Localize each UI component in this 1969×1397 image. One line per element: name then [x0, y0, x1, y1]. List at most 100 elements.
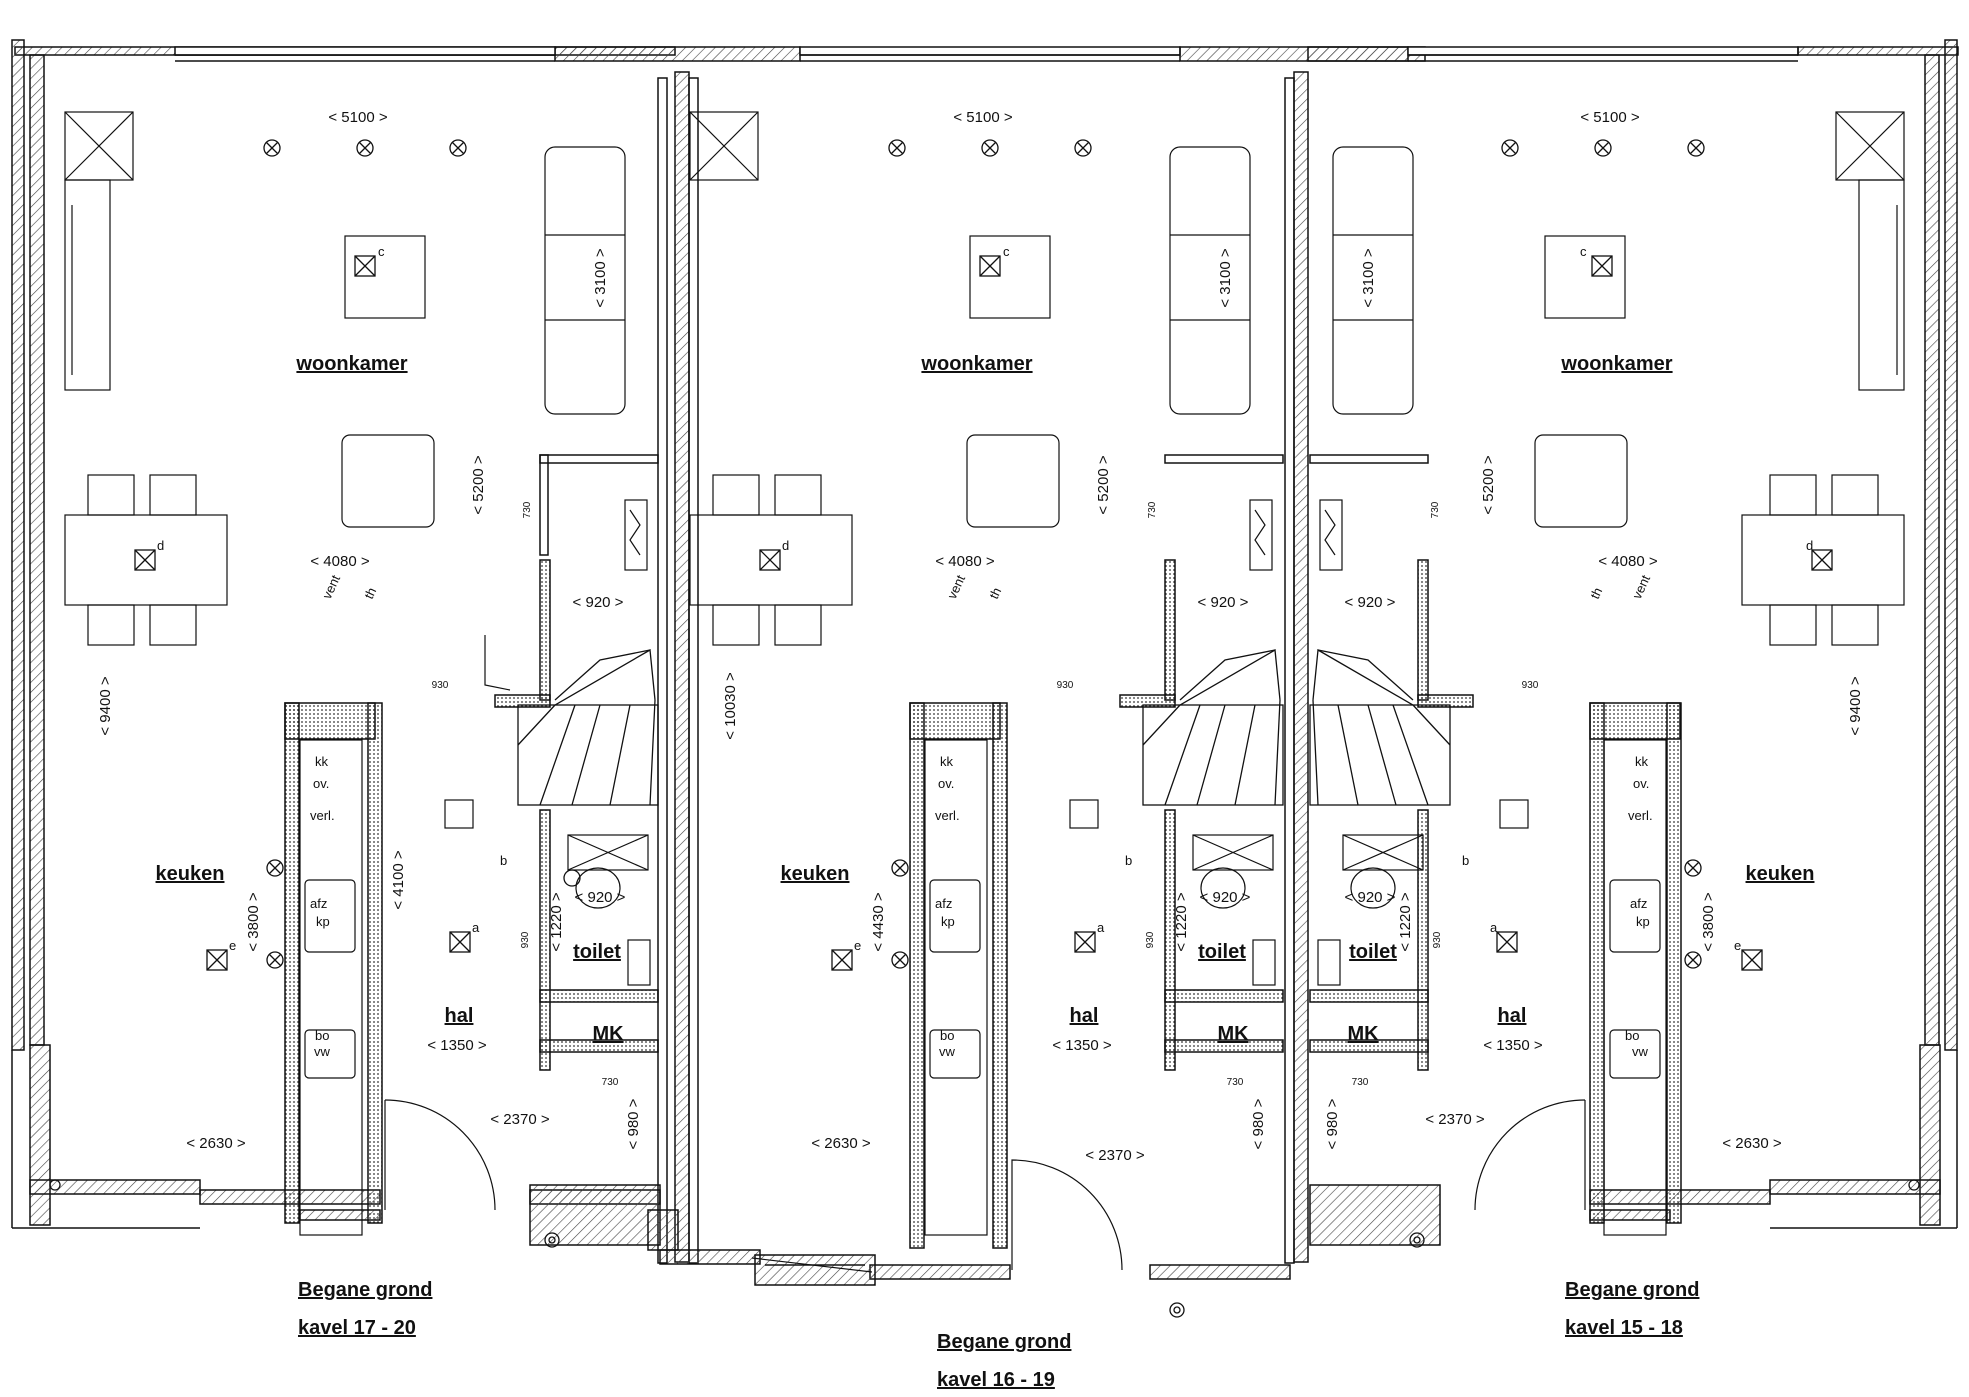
dim-980: < 980 > — [625, 1098, 642, 1149]
label-vent: vent — [944, 572, 968, 601]
door-730-mk: 730 — [602, 1077, 619, 1088]
unit-left: < 5100 > woonkamer < 3100 > < 5200 > < 4… — [11, 39, 801, 1339]
door-930-toilet: 930 — [1432, 931, 1443, 948]
room-keuken: keuken — [156, 863, 225, 885]
label-b: b — [1125, 853, 1132, 868]
caption-title: Begane grond — [298, 1279, 432, 1301]
label-verl: verl. — [1628, 808, 1653, 823]
label-th: th — [986, 585, 1004, 601]
label-d: d — [782, 538, 789, 553]
dim-2370: < 2370 > — [1085, 1147, 1144, 1164]
dim-2630: < 2630 > — [186, 1135, 245, 1152]
room-hal: hal — [1498, 1005, 1527, 1027]
light-fixtures-right — [1409, 139, 1920, 1248]
light-fixtures-left — [49, 139, 581, 1248]
label-th: th — [361, 585, 379, 601]
label-ov: ov. — [938, 776, 954, 791]
dim-1350: < 1350 > — [1483, 1037, 1542, 1054]
label-kk: kk — [1635, 754, 1649, 769]
dim-living-depth: < 5200 > — [1095, 455, 1112, 514]
dim-width: < 5100 > — [328, 109, 387, 126]
dim-2370: < 2370 > — [1425, 1111, 1484, 1128]
room-toilet: toilet — [573, 941, 621, 963]
label-verl: verl. — [935, 808, 960, 823]
label-ov: ov. — [313, 776, 329, 791]
door-width: 930 — [1057, 680, 1074, 691]
dim-1350: < 1350 > — [1052, 1037, 1111, 1054]
room-toilet: toilet — [1198, 941, 1246, 963]
door-730: 730 — [522, 501, 533, 518]
label-th: th — [1587, 585, 1605, 601]
dim-toilet: < 1220 > — [1173, 892, 1190, 951]
dim-980: < 980 > — [1250, 1098, 1267, 1149]
walls-middle — [659, 46, 1426, 1286]
dim-sofa: < 3100 > — [1217, 248, 1234, 307]
label-c: c — [378, 244, 385, 259]
label-bo: bo — [315, 1028, 329, 1043]
labels-left: < 5100 > woonkamer < 3100 > < 5200 > < 4… — [97, 109, 642, 1339]
door-width: 930 — [432, 680, 449, 691]
stairs-middle — [1142, 648, 1284, 806]
dim-hall-length: < 4100 > — [390, 850, 407, 909]
caption-plot: kavel 16 - 19 — [937, 1369, 1055, 1391]
dim-kitchen: < 3800 > — [1700, 892, 1717, 951]
label-afz: afz — [935, 896, 952, 911]
dim-toilet: < 1220 > — [1397, 892, 1414, 951]
dim-sofa: < 3100 > — [1360, 248, 1377, 307]
label-a: a — [472, 920, 480, 935]
room-hal: hal — [1070, 1005, 1099, 1027]
dim-depth: < 10030 > — [722, 672, 739, 740]
label-d: d — [1806, 538, 1813, 553]
door-930-toilet: 930 — [520, 931, 531, 948]
dim-living-depth: < 5200 > — [1480, 455, 1497, 514]
dim-4080: < 4080 > — [935, 553, 994, 570]
dim-living-depth: < 5200 > — [470, 455, 487, 514]
label-d: d — [157, 538, 164, 553]
label-bo: bo — [1625, 1028, 1639, 1043]
light-fixtures-middle — [759, 139, 1185, 1318]
walls-right — [1307, 39, 1959, 1246]
room-toilet: toilet — [1349, 941, 1397, 963]
room-mk: MK — [592, 1023, 624, 1045]
door-930-toilet: 930 — [1145, 931, 1156, 948]
unit-middle: < 5100 > woonkamer < 3100 > < 5200 > < 4… — [659, 46, 1426, 1391]
furniture-middle — [689, 111, 1276, 1273]
door-730: 730 — [1147, 501, 1158, 518]
walls-left — [11, 39, 801, 1264]
label-vw: vw — [314, 1044, 331, 1059]
label-vw: vw — [1632, 1044, 1649, 1059]
label-e: e — [854, 938, 861, 953]
dim-920-top: < 920 > — [573, 594, 624, 611]
stairs-left — [517, 648, 659, 806]
dim-920-toilet: < 920 > — [575, 889, 626, 906]
label-vent: vent — [319, 572, 343, 601]
label-kp: kp — [316, 914, 330, 929]
label-kp: kp — [1636, 914, 1650, 929]
dim-kitchen: < 4430 > — [870, 892, 887, 951]
dim-1350: < 1350 > — [427, 1037, 486, 1054]
dim-4080: < 4080 > — [310, 553, 369, 570]
dim-kitchen: < 3800 > — [245, 892, 262, 951]
door-730-mk: 730 — [1227, 1077, 1244, 1088]
labels-middle: < 5100 > woonkamer < 3100 > < 5200 > < 4… — [722, 109, 1267, 1391]
door-width: 930 — [1522, 680, 1539, 691]
room-woonkamer: woonkamer — [920, 353, 1032, 375]
room-mk: MK — [1217, 1023, 1249, 1045]
label-kk: kk — [315, 754, 329, 769]
label-vent: vent — [1629, 572, 1653, 601]
dim-920-toilet: < 920 > — [1200, 889, 1251, 906]
dim-width: < 5100 > — [1580, 109, 1639, 126]
room-keuken: keuken — [1746, 863, 1815, 885]
label-c: c — [1580, 244, 1587, 259]
dim-2630: < 2630 > — [1722, 1135, 1781, 1152]
dim-depth: < 9400 > — [1847, 676, 1864, 735]
dim-2630: < 2630 > — [811, 1135, 870, 1152]
door-730-mk: 730 — [1352, 1077, 1369, 1088]
dim-toilet: < 1220 > — [548, 892, 565, 951]
stairs-right — [1309, 648, 1451, 806]
dim-920-top: < 920 > — [1198, 594, 1249, 611]
room-hal: hal — [445, 1005, 474, 1027]
room-mk: MK — [1347, 1023, 1379, 1045]
furniture-right — [1317, 111, 1905, 1236]
